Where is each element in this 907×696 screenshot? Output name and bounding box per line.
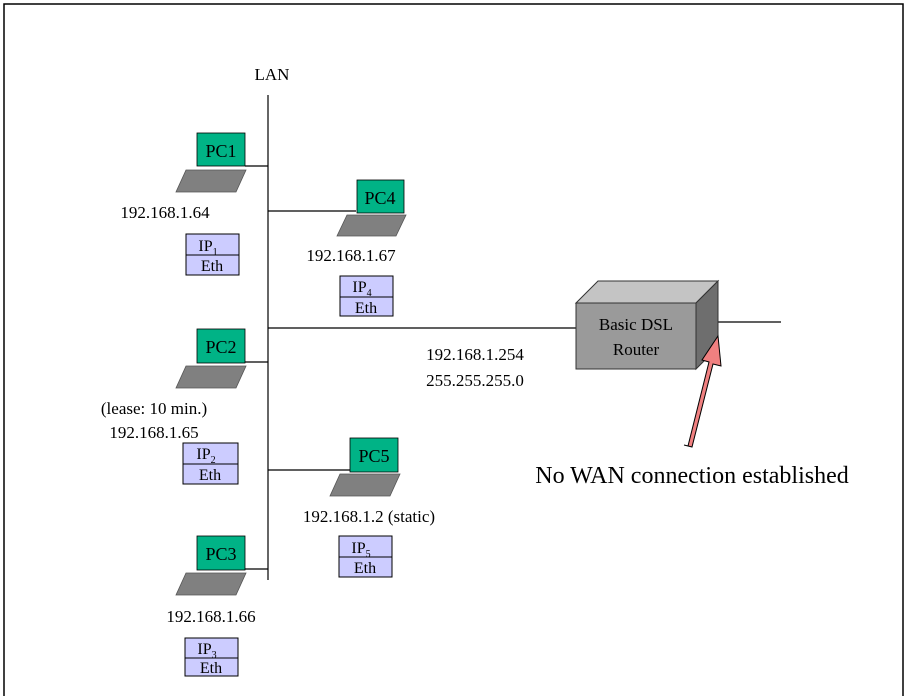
- dsl-router: Basic DSL Router: [574, 279, 720, 371]
- pc2: PC2: [175, 328, 247, 389]
- pc-screen: [196, 328, 246, 364]
- pc-screen: [356, 179, 405, 214]
- pc3-protocol-stack: IP3 Eth: [184, 637, 239, 677]
- laptop-base: [336, 214, 407, 237]
- pc3-ip-label: 192.168.1.66: [166, 607, 255, 626]
- router-front-face: [575, 302, 697, 370]
- pc-name-label: PC4: [364, 188, 395, 208]
- laptop-base: [175, 169, 247, 193]
- pc5-ip-label: 192.168.1.2 (static): [303, 507, 435, 526]
- stack-ip-label: IP1: [198, 238, 217, 258]
- pc-screen: [196, 535, 246, 571]
- pc2-protocol-stack: IP2 Eth: [182, 442, 239, 485]
- diagram-frame: [3, 3, 904, 696]
- stack-ip-label: IP4: [352, 279, 371, 299]
- pc-screen: [349, 437, 399, 473]
- stack-ip-label: IP2: [196, 446, 215, 466]
- router-label-line2: Router: [613, 340, 660, 359]
- wan-arrow: [683, 334, 722, 448]
- stack-eth-label: Eth: [199, 467, 221, 484]
- stack-box: [339, 275, 394, 317]
- laptop-base: [175, 365, 247, 389]
- stack-ip-label: IP5: [351, 540, 370, 560]
- pc4: PC4: [336, 179, 407, 237]
- pc2-lease-label: (lease: 10 min.): [101, 399, 207, 418]
- router-mask-label: 255.255.255.0: [426, 371, 524, 390]
- pc1: PC1: [175, 132, 247, 193]
- laptop-base: [329, 473, 401, 497]
- pc1-ip-label: 192.168.1.64: [120, 203, 210, 222]
- pc3: PC3: [175, 535, 247, 596]
- stack-ip-label: IP3: [197, 641, 216, 661]
- router-top-face: [574, 280, 720, 304]
- pc5: PC5: [329, 437, 401, 497]
- pc4-protocol-stack: IP4 Eth: [339, 275, 394, 317]
- stack-eth-label: Eth: [201, 258, 223, 275]
- pc-name-label: PC3: [205, 544, 236, 564]
- pc1-protocol-stack: IP1 Eth: [185, 233, 240, 276]
- laptop-base: [175, 572, 247, 596]
- wan-status-note: No WAN connection established: [535, 463, 849, 489]
- pc5-protocol-stack: IP5 Eth: [338, 535, 393, 578]
- router-label-line1: Basic DSL: [599, 315, 673, 334]
- router-ip-label: 192.168.1.254: [426, 345, 524, 364]
- pc-screen: [196, 132, 246, 167]
- stack-eth-label: Eth: [354, 560, 376, 577]
- pc4-ip-label: 192.168.1.67: [306, 246, 396, 265]
- stack-eth-label: Eth: [200, 660, 222, 677]
- stack-box: [184, 637, 239, 677]
- pc2-ip-label: 192.168.1.65: [109, 423, 198, 442]
- stack-eth-label: Eth: [355, 300, 377, 317]
- pc-name-label: PC1: [205, 141, 236, 161]
- lan-label: LAN: [255, 65, 290, 84]
- pc-name-label: PC5: [358, 446, 389, 466]
- pc-name-label: PC2: [205, 337, 236, 357]
